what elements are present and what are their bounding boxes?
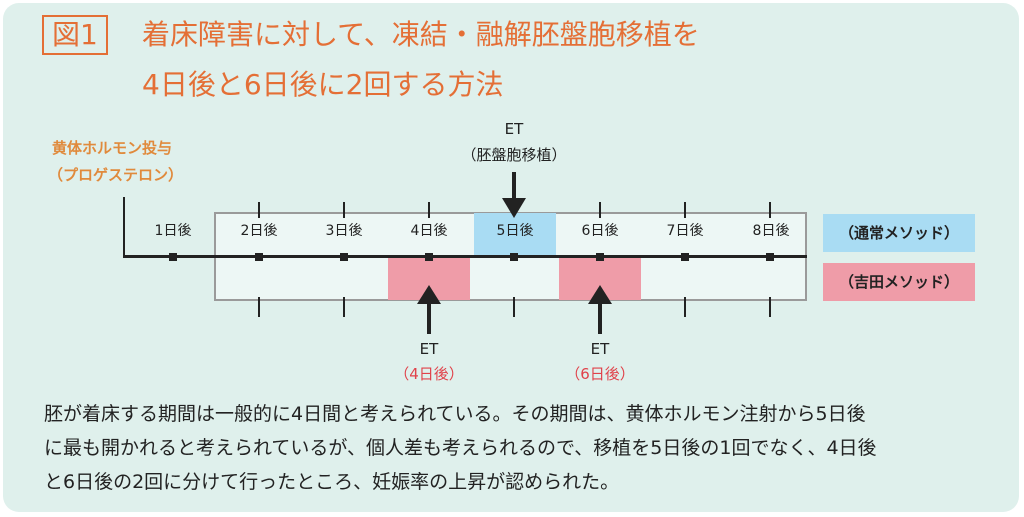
- day-label-1: 1日後: [154, 223, 192, 239]
- tick-bottom-5: [513, 297, 515, 317]
- tick-top-4: [428, 202, 430, 218]
- body-text-line3: と6日後の2回に分けて行ったところ、妊娠率の上昇が認められた。: [44, 471, 620, 493]
- day-label-8: 8日後: [752, 223, 790, 239]
- day-label-7: 7日後: [666, 223, 704, 239]
- axis-dot-3: [340, 253, 348, 261]
- axis-dot-7: [681, 253, 689, 261]
- day-label-2: 2日後: [240, 223, 278, 239]
- figure-title-line2: 4日後と6日後に2回する方法: [142, 68, 504, 101]
- day-label-6: 6日後: [581, 223, 619, 239]
- figure-tag: 図1: [42, 15, 108, 55]
- body-text-line1: 胚が着床する期間は一般的に4日間と考えられている。その期間は、黄体ホルモン注射か…: [44, 403, 866, 425]
- tick-top-2: [258, 202, 260, 218]
- standard-et-day5-cell: [474, 213, 556, 255]
- et-right-label: ET: [590, 340, 610, 358]
- et-left-label: ET: [419, 340, 439, 358]
- et-top-arrow: [502, 172, 526, 218]
- tick-bottom-2: [258, 297, 260, 317]
- et-left-arrow: [417, 285, 441, 334]
- axis-dot-5: [510, 253, 518, 261]
- et-right-sub: （6日後）: [565, 365, 635, 383]
- hormone-label-line1: 黄体ホルモン投与: [52, 139, 173, 157]
- tick-top-7: [684, 202, 686, 218]
- et-right-arrow: [588, 285, 612, 334]
- hormone-start-line: [123, 197, 125, 257]
- et-left-sub: （4日後）: [394, 365, 464, 383]
- figure-title-line1: 着床障害に対して、凍結・融解胚盤胞移植を: [142, 18, 700, 51]
- yoshida-method-label: （吉田メソッド）: [823, 263, 975, 301]
- axis-dot-6: [596, 253, 604, 261]
- day-label-4: 4日後: [410, 223, 448, 239]
- axis-dot-8: [766, 253, 774, 261]
- tick-top-8: [769, 202, 771, 218]
- axis-dot-1: [169, 253, 177, 261]
- tick-top-6: [599, 202, 601, 218]
- et-top-label: ET: [504, 120, 524, 138]
- day-label-5: 5日後: [496, 223, 534, 239]
- tick-top-3: [343, 202, 345, 218]
- day-label-3: 3日後: [325, 223, 363, 239]
- timeline-axis: [123, 255, 807, 258]
- axis-dot-4: [425, 253, 433, 261]
- axis-dot-2: [255, 253, 263, 261]
- tick-bottom-8: [769, 297, 771, 317]
- standard-method-label: （通常メソッド）: [823, 214, 975, 252]
- et-top-sub: （胚盤胞移植）: [461, 146, 567, 164]
- tick-bottom-7: [684, 297, 686, 317]
- tick-bottom-3: [343, 297, 345, 317]
- body-text-line2: に最も開かれると考えられているが、個人差も考えられるので、移植を5日後の1回でな…: [44, 437, 877, 459]
- hormone-label-line2: （プロゲステロン）: [48, 166, 184, 184]
